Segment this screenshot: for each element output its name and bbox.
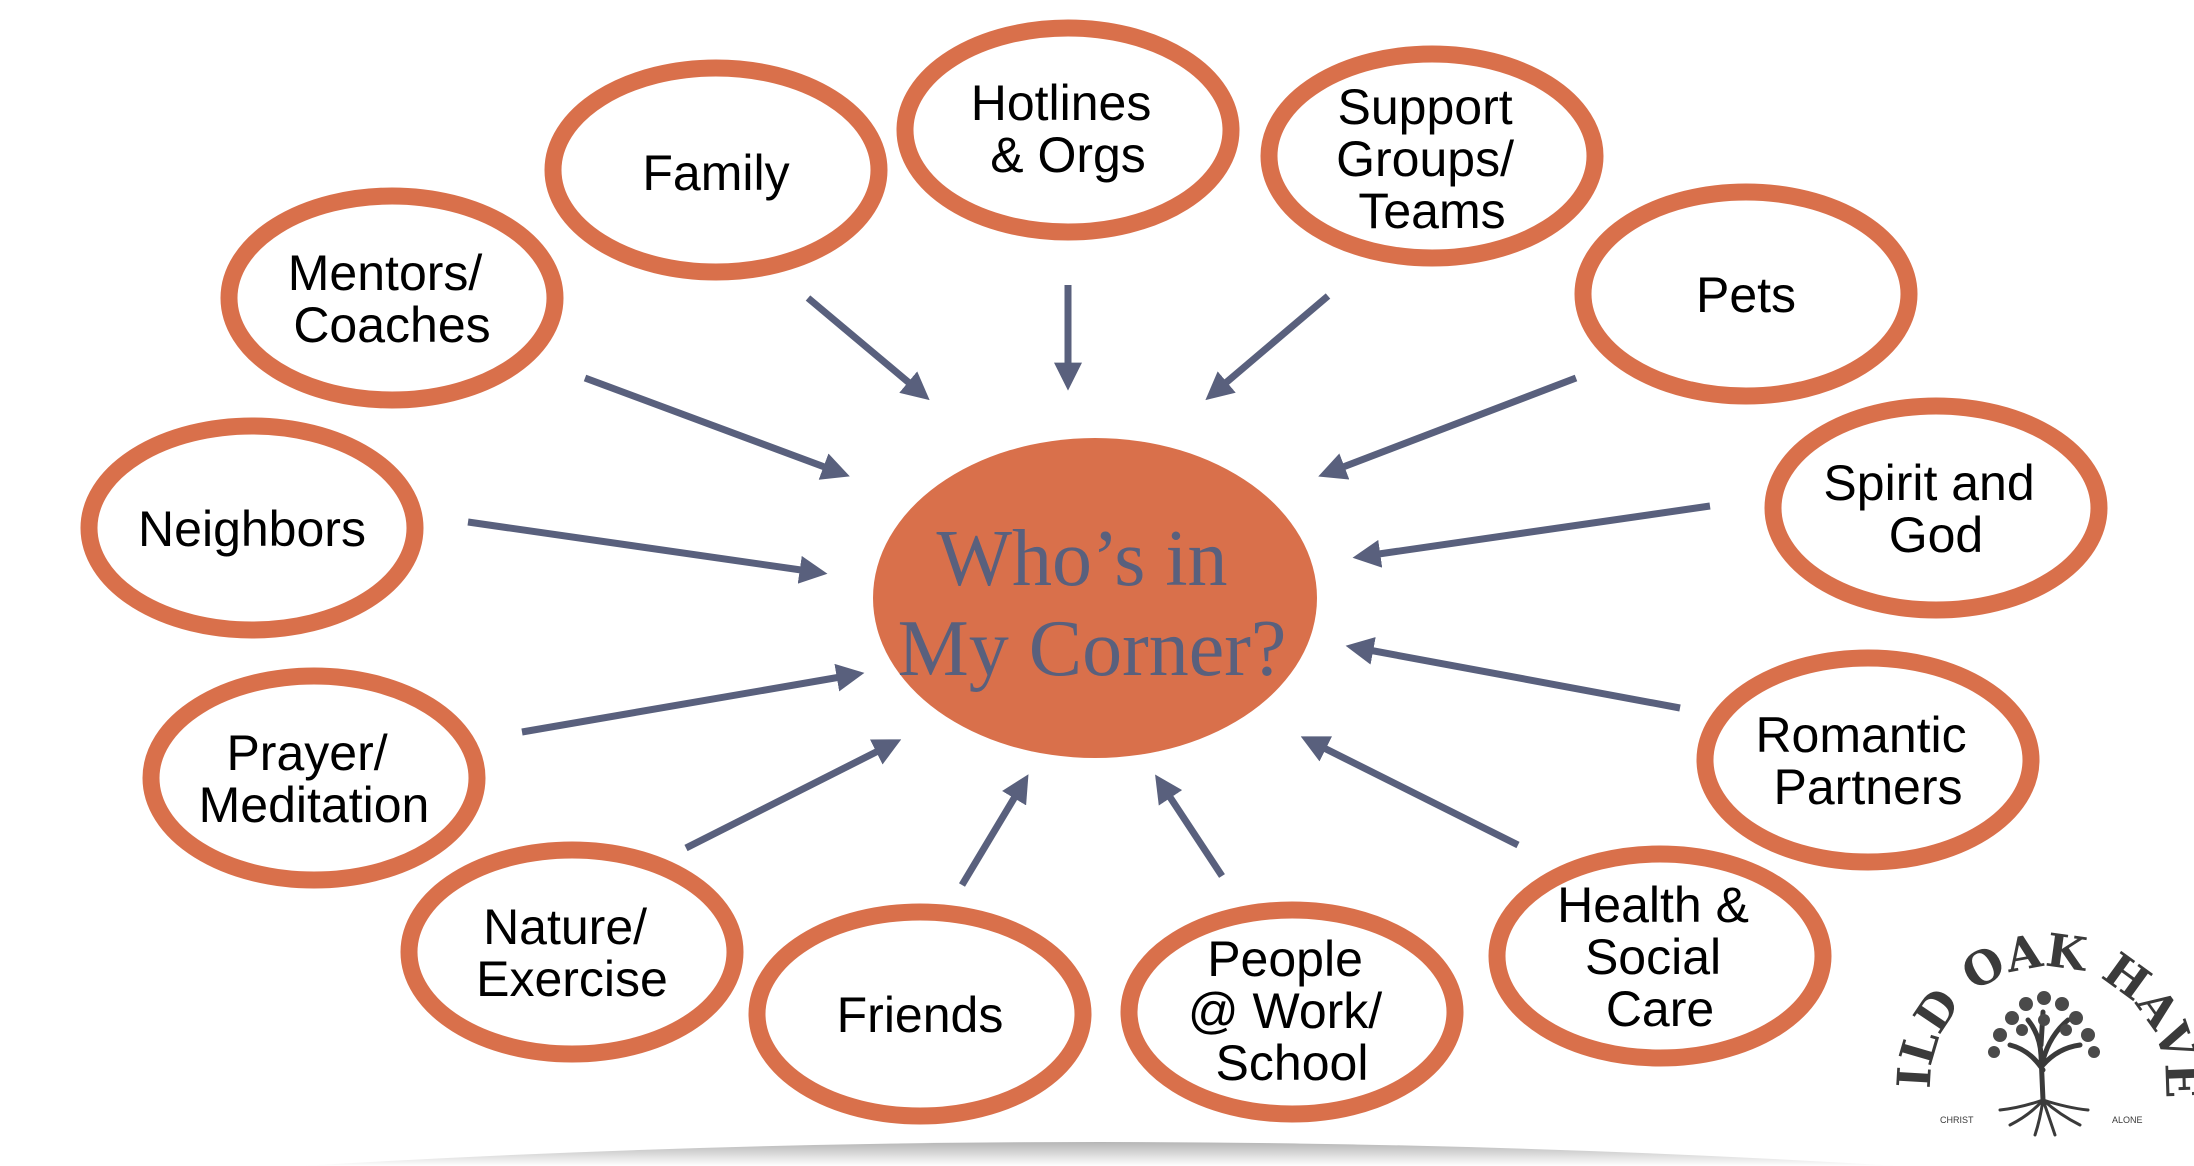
arrow-pets bbox=[1318, 374, 1578, 480]
arrow-people-work-school bbox=[1155, 774, 1225, 878]
node-pets-ellipse bbox=[1574, 183, 1918, 405]
node-friends-label-1: Friends bbox=[837, 987, 1004, 1043]
arrow-health-social-care bbox=[1300, 736, 1520, 849]
node-health-social-care-ellipse bbox=[1488, 845, 1832, 1067]
node-people-work-school-ellipse bbox=[1120, 901, 1464, 1123]
node-support-groups-teams-ellipse bbox=[1260, 45, 1604, 267]
node-health-social-care-label-1: Health & bbox=[1557, 877, 1749, 933]
node-mentors-coaches-ellipse bbox=[220, 187, 564, 409]
node-people-work-school-label-1: People bbox=[1207, 931, 1363, 987]
center-title-line-2: My Corner? bbox=[898, 605, 1287, 693]
node-friends: Friends bbox=[748, 903, 1092, 1125]
node-romantic-partners-label-2: Partners bbox=[1774, 759, 1963, 815]
svg-text:Mentors/ Coaches: Mentors/ Coaches bbox=[288, 245, 496, 353]
node-pets: Pets bbox=[1574, 183, 1918, 405]
node-mentors-coaches-label-2: Coaches bbox=[293, 297, 490, 353]
svg-text:Romantic Partners: Romantic Partners bbox=[1755, 707, 1980, 815]
logo-left-text: CHRIST bbox=[1940, 1115, 1974, 1125]
node-pets-label-1: Pets bbox=[1696, 267, 1796, 323]
svg-text:Spirit and God: Spirit and God bbox=[1823, 455, 2048, 563]
node-spirit-and-god-label-2: God bbox=[1889, 507, 1984, 563]
svg-text:Prayer/ Meditation: Prayer/ Meditation bbox=[199, 725, 430, 833]
node-nature-exercise-ellipse bbox=[400, 841, 744, 1063]
node-health-social-care-label-3: Care bbox=[1606, 981, 1714, 1037]
node-support-groups-teams: Support Groups/ Teams bbox=[1260, 45, 1604, 267]
arrow-friends bbox=[958, 774, 1029, 887]
svg-text:Health & Social: Health & Social Care bbox=[1557, 877, 1763, 1037]
node-support-groups-teams-label-1: Support bbox=[1337, 79, 1512, 135]
arrow-neighbors bbox=[467, 518, 828, 584]
node-neighbors: Neighbors bbox=[80, 417, 424, 639]
svg-text:Friends: Friends bbox=[837, 987, 1004, 1043]
arrow-nature-exercise bbox=[684, 739, 902, 852]
node-family-label-1: Family bbox=[642, 145, 789, 201]
node-friends-ellipse bbox=[748, 903, 1092, 1125]
node-hotlines-orgs: Hotlines & Orgs bbox=[896, 19, 1240, 241]
node-hotlines-orgs-ellipse bbox=[896, 19, 1240, 241]
arrow-family bbox=[805, 295, 930, 401]
node-nature-exercise-label-1: Nature/ bbox=[483, 899, 647, 955]
node-nature-exercise-label-2: Exercise bbox=[476, 951, 668, 1007]
node-romantic-partners-ellipse bbox=[1696, 649, 2040, 871]
node-neighbors-ellipse bbox=[80, 417, 424, 639]
svg-text:Neighbors: Neighbors bbox=[138, 501, 366, 557]
node-spirit-and-god: Spirit and God bbox=[1764, 397, 2108, 619]
node-romantic-partners-label-1: Romantic bbox=[1755, 707, 1966, 763]
ground-shadow bbox=[300, 1142, 1900, 1166]
node-health-social-care: Health & Social Care bbox=[1488, 845, 1832, 1067]
node-neighbors-label-1: Neighbors bbox=[138, 501, 366, 557]
svg-text:Family: Family bbox=[642, 145, 789, 201]
node-support-groups-teams-label-2: Groups/ bbox=[1336, 131, 1514, 187]
center-ellipse bbox=[873, 438, 1317, 758]
svg-text:People @ Work/: People @ Work/ School bbox=[1188, 931, 1396, 1091]
node-health-social-care-label-2: Social bbox=[1585, 929, 1721, 985]
logo-right-text: ALONE bbox=[2112, 1115, 2143, 1125]
node-spirit-and-god-label-1: Spirit and bbox=[1823, 455, 2034, 511]
node-spirit-and-god-ellipse bbox=[1764, 397, 2108, 619]
svg-text:Hotlines & Orgs: Hotlines & Orgs bbox=[971, 75, 1166, 183]
node-romantic-partners: Romantic Partners bbox=[1696, 649, 2040, 871]
node-hotlines-orgs-label-2: & Orgs bbox=[990, 127, 1146, 183]
node-prayer-meditation-label-1: Prayer/ bbox=[226, 725, 387, 781]
tree-canopy bbox=[1988, 991, 2100, 1058]
center-title: Who’s in My Corner? bbox=[898, 515, 1287, 693]
arrow-support-groups-teams bbox=[1205, 293, 1331, 401]
node-prayer-meditation-ellipse bbox=[142, 667, 486, 889]
tree-roots bbox=[1998, 1098, 2090, 1137]
node-nature-exercise: Nature/ Exercise bbox=[400, 841, 744, 1063]
nodes-group: Family Hotlines & Orgs Support Groups/ T… bbox=[80, 19, 2108, 1125]
arrow-spirit-and-god bbox=[1352, 502, 1711, 568]
node-prayer-meditation: Prayer/ Meditation bbox=[142, 667, 486, 889]
arrow-prayer-meditation bbox=[521, 663, 865, 736]
node-mentors-coaches-label-1: Mentors/ bbox=[288, 245, 483, 301]
svg-text:Nature/ Exercise: Nature/ Exercise bbox=[476, 899, 668, 1007]
node-people-work-school: People @ Work/ School bbox=[1120, 901, 1464, 1123]
node-family: Family bbox=[544, 59, 888, 281]
node-hotlines-orgs-label-1: Hotlines bbox=[971, 75, 1152, 131]
oak-tree-icon bbox=[2007, 1009, 2083, 1103]
node-support-groups-teams-label-3: Teams bbox=[1358, 183, 1505, 239]
svg-text:Pets: Pets bbox=[1696, 267, 1796, 323]
node-mentors-coaches: Mentors/ Coaches bbox=[220, 187, 564, 409]
arrow-romantic-partners bbox=[1345, 637, 1681, 712]
node-family-ellipse bbox=[544, 59, 888, 281]
svg-text:Support Groups/: Support Groups/ Teams bbox=[1336, 79, 1528, 239]
arrows-group bbox=[467, 285, 1711, 887]
center-title-line-1: Who’s in bbox=[936, 515, 1227, 603]
arrow-mentors-coaches bbox=[583, 374, 850, 480]
node-people-work-school-label-3: School bbox=[1216, 1035, 1369, 1091]
node-prayer-meditation-label-2: Meditation bbox=[199, 777, 430, 833]
node-people-work-school-label-2: @ Work/ bbox=[1188, 983, 1382, 1039]
